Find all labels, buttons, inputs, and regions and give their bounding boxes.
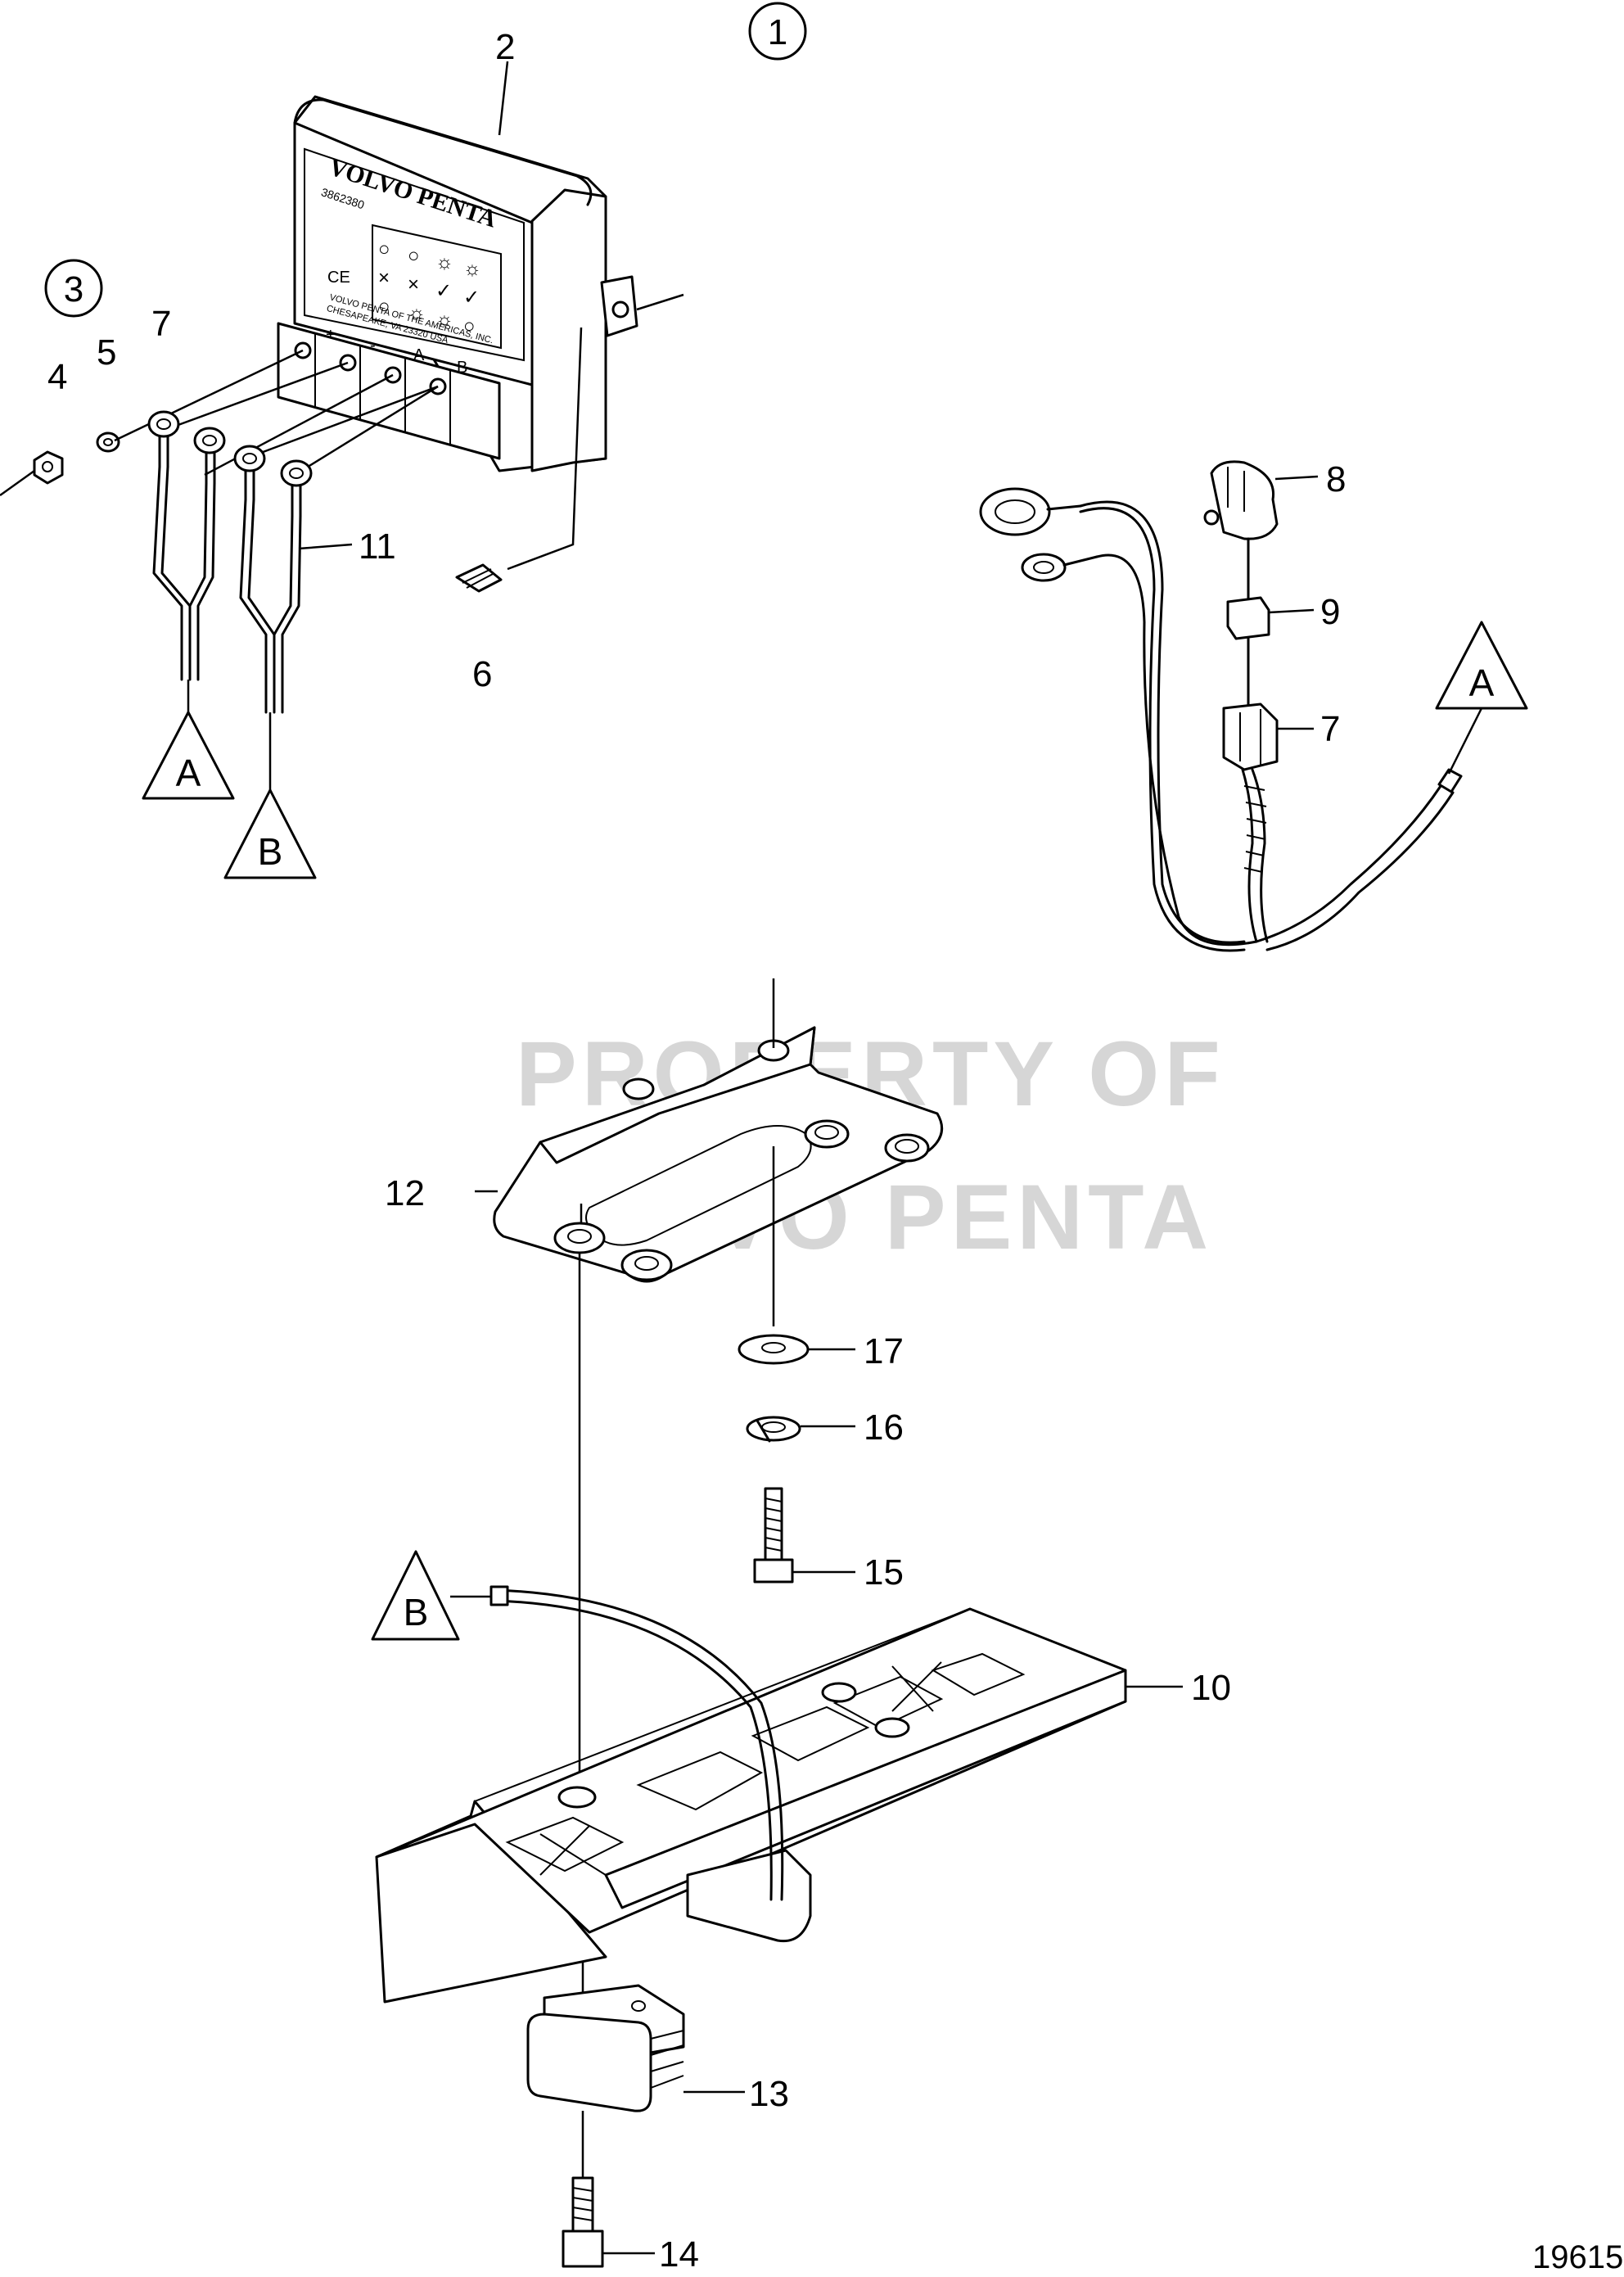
triangle-b-left-label: B (258, 830, 283, 873)
callout-11: 11 (359, 526, 396, 567)
terminal-minus: - (370, 337, 376, 355)
status-symbol-9: ○ (378, 296, 390, 318)
anode-13 (526, 1984, 745, 2112)
status-symbol-12: ○ (463, 315, 476, 337)
callout-9: 9 (1320, 592, 1340, 632)
callout-2: 2 (495, 27, 515, 67)
terminal-a: A (413, 346, 425, 364)
terminal-b: B (457, 359, 467, 377)
callout-17: 17 (864, 1331, 904, 1371)
washer-17 (738, 1334, 855, 1365)
bolt-15 (753, 1487, 855, 1584)
status-symbol-3: ☼ (435, 251, 453, 273)
callout-labels: 2 4 5 7 11 6 8 9 7 12 17 16 15 10 13 14 (47, 27, 1346, 2275)
cable-b (450, 1585, 784, 1901)
tray-10 (375, 1607, 1183, 2004)
circled-ref-1-label: 1 (768, 12, 787, 52)
leader-tab (636, 293, 684, 311)
lock-washer-16 (746, 1416, 855, 1443)
status-symbol-8: ✓ (463, 287, 480, 309)
callout-15: 15 (864, 1552, 904, 1593)
figure-ref-number: 19615 (1532, 2239, 1623, 2275)
terminal-labels: + - A B (326, 326, 467, 377)
triangle-b-left: B (223, 712, 317, 879)
status-symbol-10: ☼ (408, 302, 426, 324)
terminal-plus: + (326, 326, 336, 344)
callout-5: 5 (97, 332, 116, 373)
circled-ref-1: 1 (748, 2, 807, 61)
callout-6: 6 (472, 654, 492, 694)
leader-2 (498, 61, 509, 136)
callout-7-left: 7 (151, 304, 171, 344)
callout-10: 10 (1191, 1668, 1231, 1708)
callout-8: 8 (1326, 459, 1346, 499)
status-symbol-5: × (378, 267, 390, 289)
callout-12: 12 (385, 1173, 425, 1213)
triangle-b-lower-label: B (404, 1591, 429, 1633)
terminal-leaders (114, 349, 439, 477)
triangle-b-lower: B (371, 1550, 460, 1641)
callout-4: 4 (47, 357, 67, 397)
control-unit: VOLVO PENTA 3862380 ○ ○ ☼ ☼ × × ✓ ✓ ○ ☼ … (277, 95, 638, 472)
nut-4 (0, 450, 64, 497)
status-symbol-6: × (408, 273, 419, 296)
status-symbol-7: ✓ (435, 280, 452, 302)
ce-mark: CE (327, 269, 350, 287)
washer-5 (96, 431, 120, 453)
status-symbol-4: ☼ (463, 258, 481, 280)
callout-14: 14 (659, 2234, 699, 2275)
harness-right (979, 460, 1483, 952)
triangle-a-left: A (142, 680, 235, 800)
triangle-a-left-label: A (176, 752, 201, 794)
circled-ref-3: 3 (44, 259, 103, 318)
screw-6 (455, 327, 583, 593)
status-symbol-1: ○ (378, 238, 390, 260)
status-symbol-11: ☼ (435, 309, 453, 331)
status-symbol-2: ○ (408, 245, 420, 267)
harness-11 (233, 445, 353, 714)
triangle-a-right-label: A (1469, 662, 1495, 704)
callout-13: 13 (749, 2074, 789, 2114)
triangle-a-right: A (1435, 621, 1528, 710)
screw-14 (562, 2111, 655, 2268)
circled-ref-3-label: 3 (64, 269, 83, 309)
callout-7-right: 7 (1320, 709, 1340, 749)
harness-7-left (147, 410, 226, 681)
bracket-12 (475, 978, 944, 1283)
callout-16: 16 (864, 1407, 904, 1448)
